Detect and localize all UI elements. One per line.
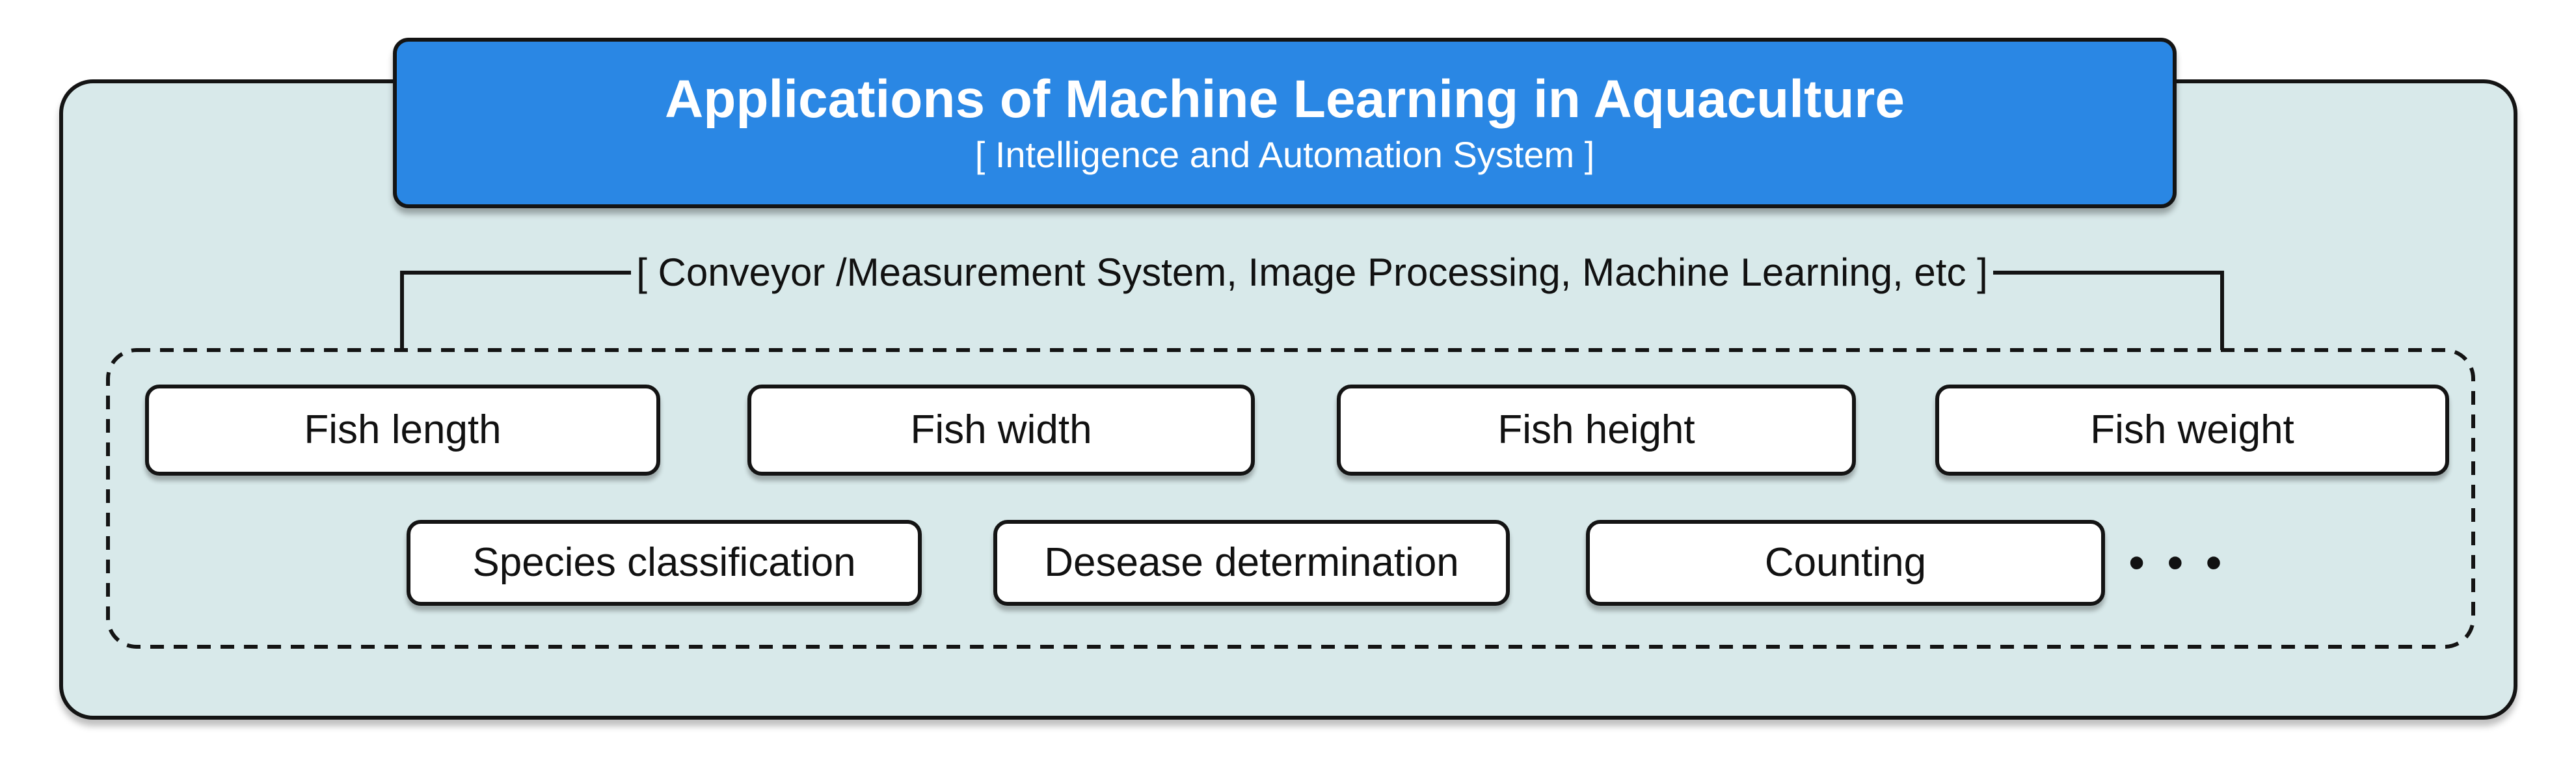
box-label: Fish width [910, 407, 1092, 452]
box-counting: Counting [1586, 520, 2105, 606]
box-label: Fish height [1497, 407, 1695, 452]
system-label: [ Conveyor /Measurement System, Image Pr… [636, 251, 1988, 294]
box-fish-weight: Fish weight [1935, 385, 2449, 476]
box-desease-determination: Desease determination [993, 520, 1510, 606]
system-label-row: [ Conveyor /Measurement System, Image Pr… [400, 251, 2224, 294]
box-species-classification: Species classification [407, 520, 922, 606]
box-fish-length: Fish length [145, 385, 660, 476]
connector-right-line [1992, 271, 2224, 275]
connector-right-drop [2220, 271, 2224, 350]
header-box: Applications of Machine Learning in Aqua… [393, 38, 2177, 208]
diagram-title: Applications of Machine Learning in Aqua… [665, 70, 1905, 129]
connector-left-drop [400, 271, 404, 350]
ellipsis-dots: ••• [2128, 537, 2244, 589]
dashed-group-border [106, 348, 2475, 649]
box-fish-height: Fish height [1337, 385, 1856, 476]
box-fish-width: Fish width [747, 385, 1255, 476]
connector-left-line [400, 271, 632, 275]
box-label: Fish length [304, 407, 502, 452]
box-label: Desease determination [1044, 540, 1459, 585]
box-label: Counting [1764, 540, 1927, 585]
box-label: Fish weight [2090, 407, 2294, 452]
diagram-subtitle: [ Intelligence and Automation System ] [974, 134, 1595, 175]
box-label: Species classification [472, 540, 856, 585]
